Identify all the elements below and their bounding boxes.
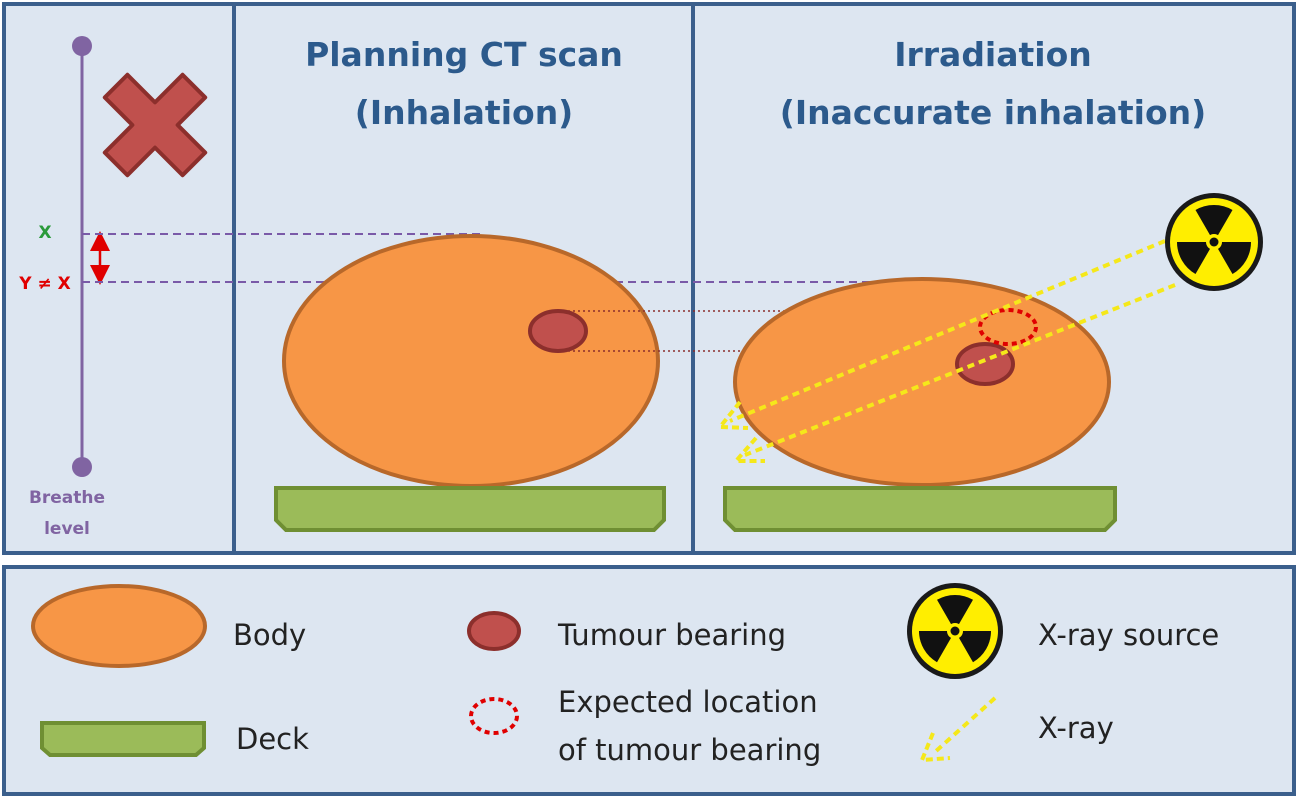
- legend-body-swatch: [31, 584, 207, 668]
- xray-beams: [715, 239, 1176, 463]
- radiation-icon: [1165, 193, 1263, 291]
- legend-tumour-label: Tumour bearing: [557, 618, 786, 652]
- irradiation-title-line1: Irradiation: [894, 35, 1092, 74]
- legend-deck-label: Deck: [236, 722, 309, 756]
- legend-body-label: Body: [233, 618, 306, 652]
- planning-body: [282, 234, 660, 488]
- planning-deck: [274, 486, 666, 532]
- breathe-level-scale: [72, 36, 92, 477]
- breathe-caption-line1: Breathe: [29, 488, 105, 508]
- planning-tumour: [528, 309, 588, 353]
- irradiation-body: [733, 277, 1111, 487]
- legend-radiation-icon: [907, 583, 1003, 679]
- planning-title-line1: Planning CT scan: [305, 35, 623, 74]
- irradiation-deck: [723, 486, 1117, 532]
- level-y-label: Y ≠ X: [18, 274, 71, 294]
- expected-tumour-location: [978, 308, 1038, 346]
- cross-icon: [102, 72, 208, 178]
- legend-expected-swatch: [469, 697, 519, 735]
- legend-xray-icon: [918, 696, 997, 763]
- planning-title-line2: (Inhalation): [355, 93, 574, 132]
- legend-xray-label: X-ray: [1038, 711, 1114, 745]
- legend-expected-label-line2: of tumour bearing: [558, 733, 821, 767]
- legend-deck-swatch: [40, 721, 206, 757]
- legend-tumour-swatch: [467, 611, 521, 651]
- top-panel-frame: [2, 2, 1296, 555]
- breathe-caption-line2: level: [44, 519, 90, 539]
- legend-source-label: X-ray source: [1038, 618, 1219, 652]
- irradiation-tumour: [955, 342, 1015, 386]
- irradiation-title-line2: (Inaccurate inhalation): [780, 93, 1206, 132]
- legend-panel-frame: [2, 565, 1296, 796]
- level-x-label: X: [38, 223, 51, 243]
- legend-expected-label-line1: Expected location: [558, 685, 818, 719]
